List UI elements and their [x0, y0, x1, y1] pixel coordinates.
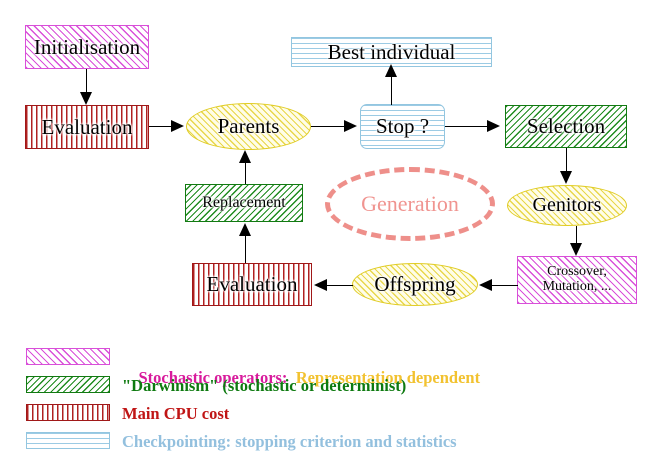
node-replacement[interactable]: Replacement — [185, 184, 303, 222]
edge-selection-to-genitors — [566, 148, 568, 173]
edge-eval-to-replacement-arrowhead — [239, 223, 251, 236]
node-evaluation-bottom-label: Evaluation — [206, 272, 298, 297]
legend-swatch-checkpointing — [26, 432, 110, 449]
edge-genitors-to-crossover-arrowhead — [570, 243, 582, 256]
edge-crossover-to-offspring — [492, 285, 518, 287]
edge-eval-to-replacement — [245, 232, 247, 263]
node-initialisation[interactable]: Initialisation — [25, 25, 149, 69]
node-offspring[interactable]: Offspring — [352, 263, 478, 306]
edge-stop-to-selection-arrowhead — [487, 120, 500, 132]
node-best-individual-label: Best individual — [327, 39, 456, 64]
edge-replacement-to-parents-arrowhead — [239, 150, 251, 163]
legend-label-representation-dependent: Representation dependent — [295, 368, 481, 387]
node-best-individual[interactable]: Best individual — [291, 37, 492, 67]
node-genitors[interactable]: Genitors — [507, 185, 627, 226]
edge-offspring-to-eval — [327, 285, 353, 287]
node-crossover-mutation-label: Crossover, Mutation, ... — [542, 264, 612, 294]
node-genitors-label: Genitors — [532, 194, 602, 216]
node-selection-label: Selection — [526, 114, 606, 139]
node-evaluation-top-label: Evaluation — [41, 114, 133, 139]
edge-offspring-to-eval-arrowhead — [314, 279, 327, 291]
edge-replacement-to-parents — [245, 160, 247, 184]
node-offspring-label: Offspring — [374, 272, 456, 297]
edge-init-to-eval-arrowhead — [80, 92, 92, 105]
node-initialisation-label: Initialisation — [33, 34, 141, 59]
edge-init-to-eval — [86, 69, 88, 94]
legend-swatch-darwinism — [26, 376, 110, 393]
edge-stop-to-selection — [445, 126, 489, 128]
edge-selection-to-genitors-arrowhead — [560, 171, 572, 184]
node-evaluation-bottom[interactable]: Evaluation — [192, 263, 312, 306]
legend-swatch-main-cpu-cost — [26, 404, 110, 421]
node-generation: Generation — [325, 167, 495, 241]
node-generation-label: Generation — [361, 191, 459, 217]
edge-crossover-to-offspring-arrowhead — [479, 279, 492, 291]
node-parents-label: Parents — [217, 114, 280, 139]
edge-stop-to-best-arrowhead — [385, 64, 397, 77]
edge-eval-to-parents — [149, 126, 173, 128]
node-stop-label: Stop ? — [375, 114, 430, 139]
edge-parents-to-stop-arrowhead — [344, 120, 357, 132]
edge-parents-to-stop — [311, 126, 346, 128]
legend-label-stochastic-operators: Stochastic operators: — [138, 368, 288, 387]
legend-label-darwinism: "Darwinism" (stochastic or determinist) — [122, 376, 407, 395]
legend-label-main-cpu-cost: Main CPU cost — [122, 404, 230, 423]
edge-genitors-to-crossover — [576, 226, 578, 244]
node-stop[interactable]: Stop ? — [360, 104, 445, 149]
legend-swatch-stochastic-operators — [26, 348, 110, 365]
node-crossover-mutation[interactable]: Crossover, Mutation, ... — [517, 256, 637, 304]
node-parents[interactable]: Parents — [186, 103, 311, 150]
node-replacement-label: Replacement — [202, 193, 286, 211]
edge-stop-to-best — [391, 73, 393, 105]
node-selection[interactable]: Selection — [505, 105, 627, 148]
legend-row-stochastic-operators: Stochastic operators: Representation dep… — [122, 348, 481, 408]
legend-label-checkpointing: Checkpointing: stopping criterion and st… — [122, 432, 457, 451]
node-evaluation-top[interactable]: Evaluation — [25, 105, 149, 149]
edge-eval-to-parents-arrowhead — [171, 120, 184, 132]
